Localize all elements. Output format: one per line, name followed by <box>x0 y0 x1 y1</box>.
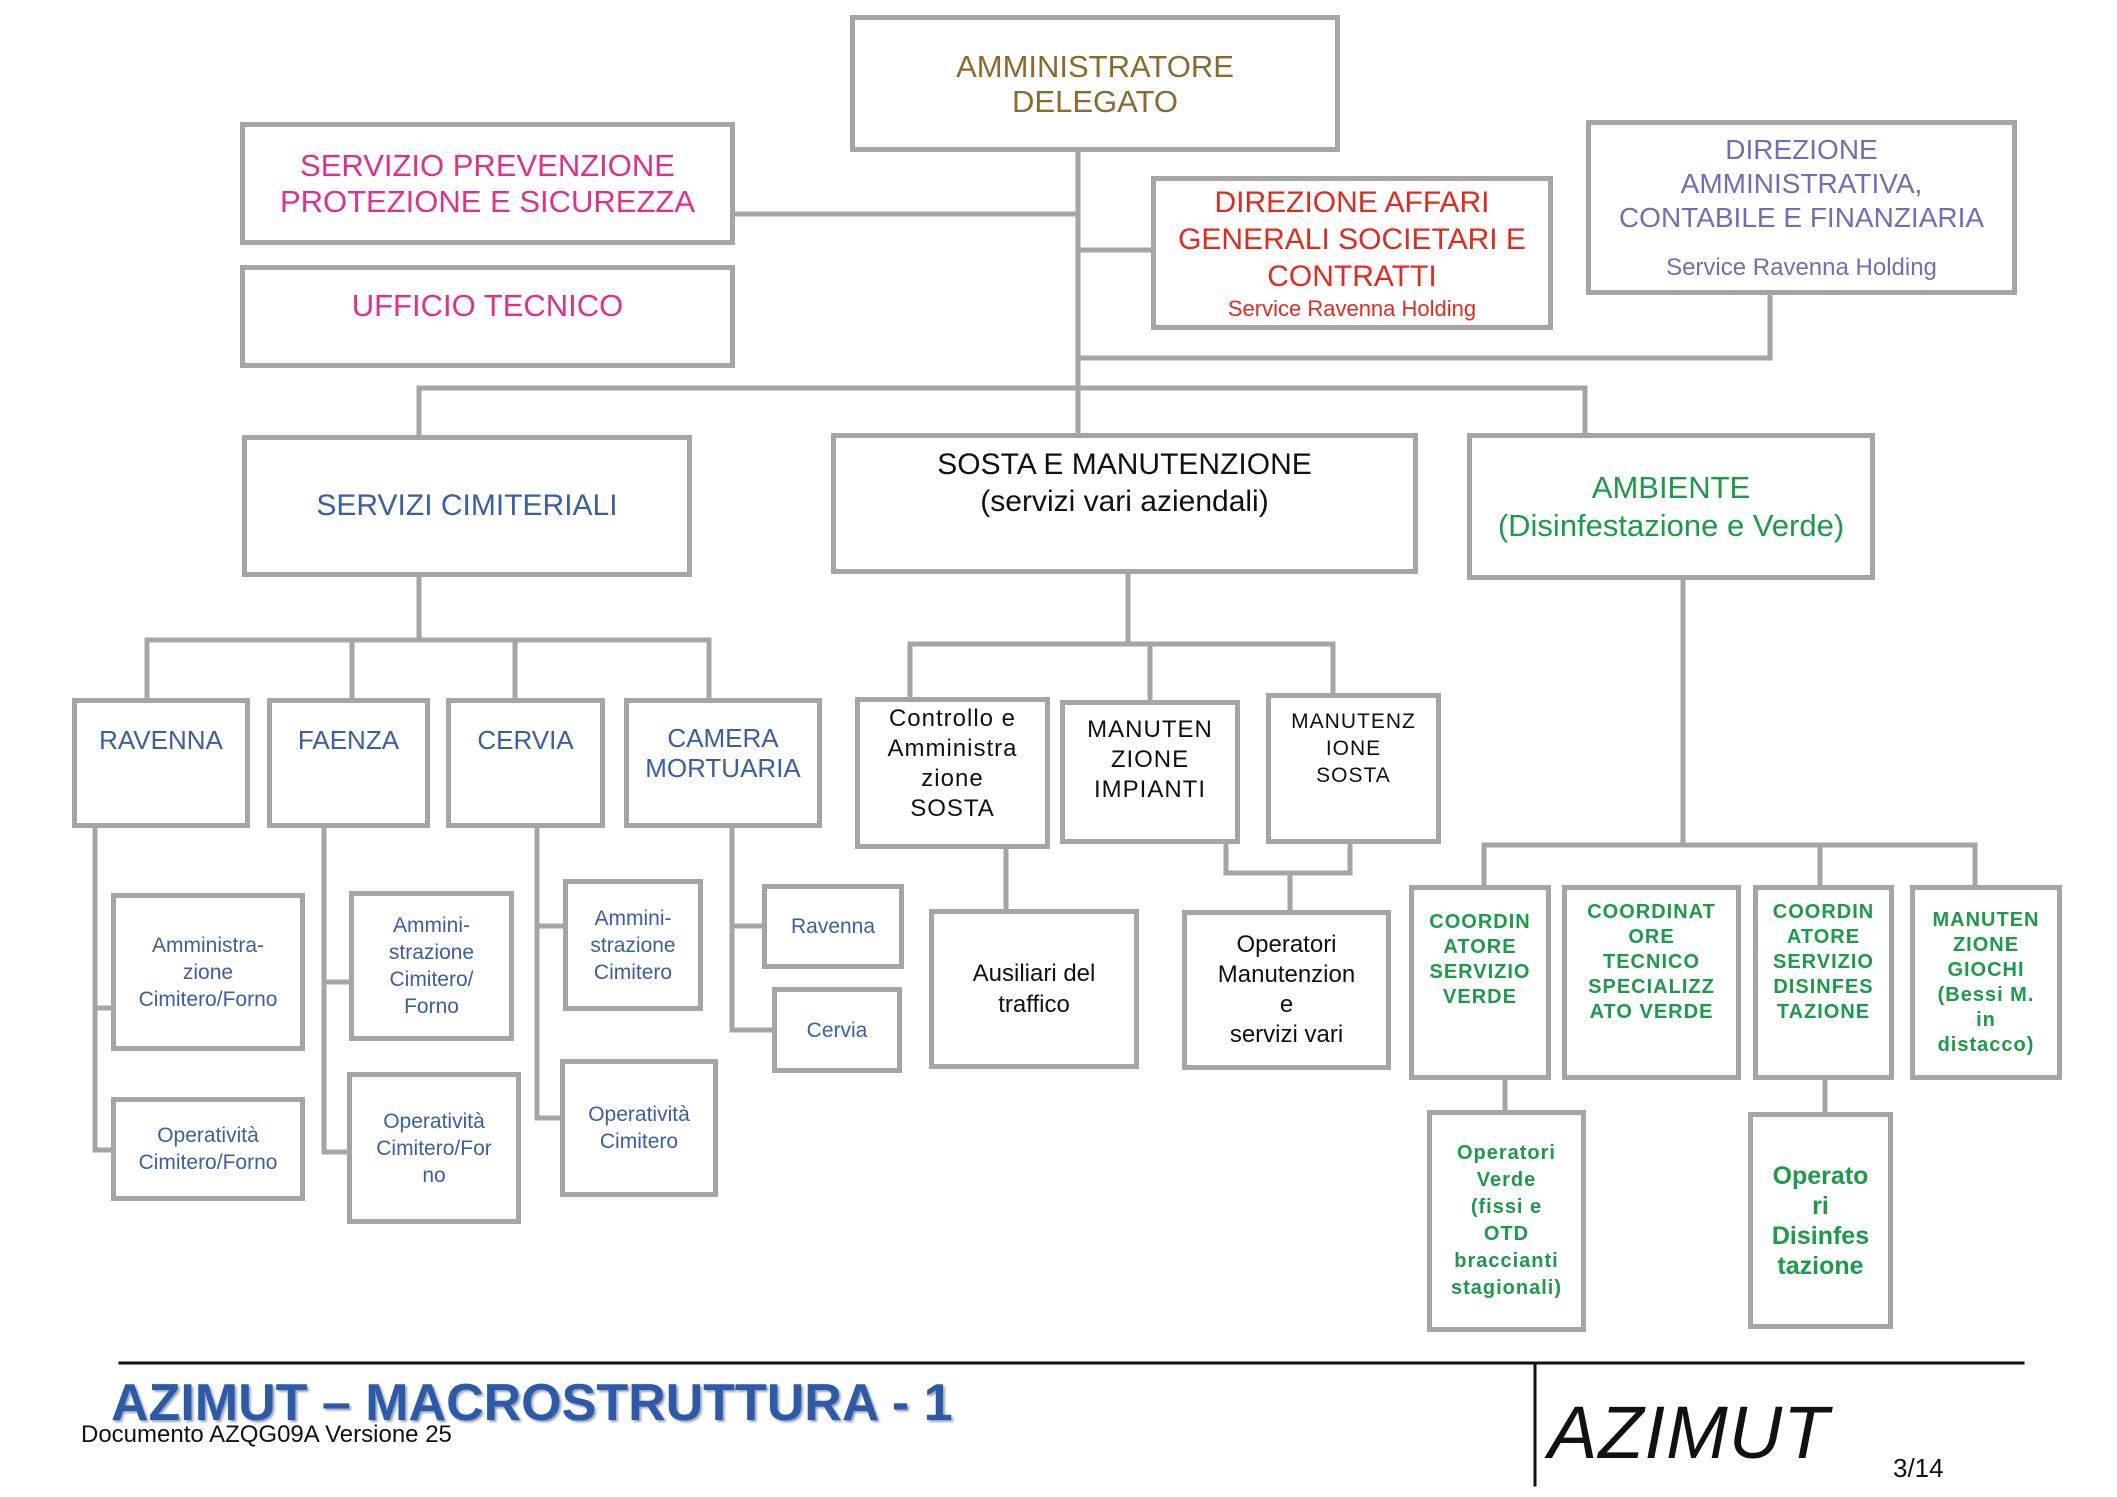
camera-cervia-box: Cervia <box>772 987 902 1073</box>
cervia-operativita-box: Operatività Cimitero <box>560 1059 718 1197</box>
coordinatore-verde-box: COORDIN ATORE SERVIZIO VERDE <box>1409 885 1551 1080</box>
ravenna-label: RAVENNA <box>99 725 223 755</box>
ravenna-operativita-label: Operatività Cimitero/Forno <box>138 1124 278 1174</box>
controllo-sosta-label: Controllo e Amministra zione SOSTA <box>887 705 1018 822</box>
manutenzione-sosta-box: MANUTENZ IONE SOSTA <box>1266 693 1441 844</box>
cervia-label: CERVIA <box>477 725 574 755</box>
coordinatore-tecnico-box: COORDINAT ORE TECNICO SPECIALIZZ ATO VER… <box>1562 885 1741 1080</box>
footer-document: Documento AZQG09A Versione 25 <box>81 1421 452 1448</box>
operatori-verde-label: Operatori Verde (fissi e OTD braccianti … <box>1450 1142 1562 1299</box>
ufficio-tecnico-label: UFFICIO TECNICO <box>351 288 624 323</box>
amministratore-delegato-box: AMMINISTRATORE DELEGATO <box>850 15 1340 152</box>
manutenzione-impianti-box: MANUTEN ZIONE IMPIANTI <box>1060 700 1240 844</box>
camera-ravenna-box: Ravenna <box>762 884 904 969</box>
direzione-affari-box: DIREZIONE AFFARI GENERALI SOCIETARI E CO… <box>1151 176 1553 330</box>
page-number: 3/14 <box>1893 1453 1944 1483</box>
camera-ravenna-label: Ravenna <box>790 915 876 938</box>
faenza-amministrazione-label: Ammini- strazione Cimitero/ Forno <box>388 914 475 1018</box>
servizi-cimiteriali-label: SERVIZI CIMITERIALI <box>316 489 618 522</box>
camera-mortuaria-box: CAMERA MORTUARIA <box>624 698 822 828</box>
ravenna-amministrazione-label: Amministra- zione Cimitero/Forno <box>138 933 278 1011</box>
operatori-disinfestazione-box: Operato ri Disinfes tazione <box>1748 1112 1893 1329</box>
ambiente-label: AMBIENTE (Disinfestazione e Verde) <box>1497 469 1845 543</box>
footer-title: AZIMUT – MACROSTRUTTURA - 1 <box>111 1374 953 1432</box>
direzione-amministrativa-box: DIREZIONE AMMINISTRATIVA, CONTABILE E FI… <box>1586 120 2017 295</box>
manutenzione-giochi-box: MANUTEN ZIONE GIOCHI (Bessi M. in distac… <box>1910 885 2062 1080</box>
ambiente-box: AMBIENTE (Disinfestazione e Verde) <box>1467 433 1875 580</box>
ausiliari-traffico-box: Ausiliari del traffico <box>929 909 1139 1069</box>
direzione-amministrativa-label: DIREZIONE AMMINISTRATIVA, CONTABILE E FI… <box>1618 133 1985 233</box>
cervia-operativita-label: Operatività Cimitero <box>588 1103 690 1153</box>
faenza-label: FAENZA <box>297 725 400 755</box>
coordinatore-disinfestazione-box: COORDIN ATORE SERVIZIO DISINFES TAZIONE <box>1753 885 1894 1080</box>
faenza-amministrazione-box: Ammini- strazione Cimitero/ Forno <box>349 891 514 1041</box>
coordinatore-disinfestazione-label: COORDIN ATORE SERVIZIO DISINFES TAZIONE <box>1772 901 1875 1023</box>
ravenna-amministrazione-box: Amministra- zione Cimitero/Forno <box>111 893 305 1051</box>
sosta-manutenzione-box: SOSTA E MANUTENZIONE (servizi vari azien… <box>831 433 1418 574</box>
manutenzione-giochi-label: MANUTEN ZIONE GIOCHI (Bessi M. in distac… <box>1932 908 2040 1056</box>
operatori-manutenzione-label: Operatori Manutenzion e servizi vari <box>1217 931 1356 1048</box>
faenza-operativita-label: Operatività Cimitero/For no <box>376 1109 492 1187</box>
operatori-disinfestazione-label: Operato ri Disinfes tazione <box>1771 1161 1870 1280</box>
cervia-amministrazione-label: Ammini- strazione Cimitero <box>590 906 676 984</box>
operatori-verde-box: Operatori Verde (fissi e OTD braccianti … <box>1427 1110 1586 1332</box>
camera-mortuaria-label: CAMERA MORTUARIA <box>645 723 801 783</box>
sosta-manutenzione-label: SOSTA E MANUTENZIONE (servizi vari azien… <box>937 448 1312 518</box>
ravenna-box: RAVENNA <box>72 698 250 828</box>
servizi-cimiteriali-box: SERVIZI CIMITERIALI <box>242 435 692 577</box>
faenza-box: FAENZA <box>267 698 430 828</box>
azimut-logo: AZIMUT <box>1548 1391 1830 1474</box>
coordinatore-verde-label: COORDIN ATORE SERVIZIO VERDE <box>1429 911 1531 1008</box>
ravenna-operativita-box: Operatività Cimitero/Forno <box>111 1097 305 1201</box>
controllo-sosta-box: Controllo e Amministra zione SOSTA <box>855 697 1050 849</box>
faenza-operativita-box: Operatività Cimitero/For no <box>347 1072 521 1224</box>
cervia-amministrazione-box: Ammini- strazione Cimitero <box>563 879 703 1011</box>
cervia-box: CERVIA <box>446 698 605 828</box>
manutenzione-sosta-label: MANUTENZ IONE SOSTA <box>1291 710 1416 787</box>
servizio-prevenzione-box: SERVIZIO PREVENZIONE PROTEZIONE E SICURE… <box>240 122 735 245</box>
manutenzione-impianti-label: MANUTEN ZIONE IMPIANTI <box>1087 716 1213 803</box>
direzione-amministrativa-service: Service Ravenna Holding <box>1666 253 1937 281</box>
direzione-affari-label: DIREZIONE AFFARI GENERALI SOCIETARI E CO… <box>1178 185 1526 293</box>
camera-cervia-label: Cervia <box>806 1018 868 1042</box>
amministratore-delegato-label: AMMINISTRATORE DELEGATO <box>956 48 1234 119</box>
servizio-prevenzione-label: SERVIZIO PREVENZIONE PROTEZIONE E SICURE… <box>279 147 696 219</box>
operatori-manutenzione-box: Operatori Manutenzion e servizi vari <box>1182 910 1391 1070</box>
direzione-affari-service: Service Ravenna Holding <box>1227 295 1477 321</box>
ufficio-tecnico-box: UFFICIO TECNICO <box>240 265 735 368</box>
coordinatore-tecnico-label: COORDINAT ORE TECNICO SPECIALIZZ ATO VER… <box>1587 901 1716 1023</box>
ausiliari-traffico-label: Ausiliari del traffico <box>972 960 1096 1018</box>
